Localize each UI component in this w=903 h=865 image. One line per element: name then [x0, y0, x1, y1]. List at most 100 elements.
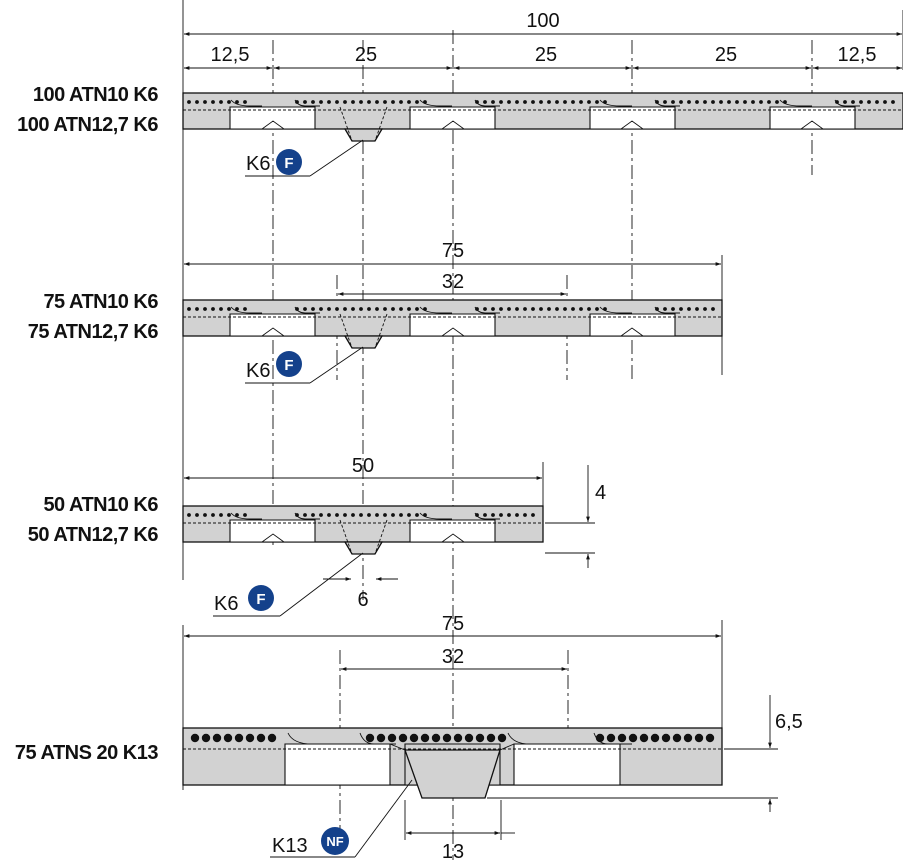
- cord-dot: [491, 307, 495, 311]
- belt-75s-inner-width: 32: [442, 646, 464, 668]
- cord-dot: [515, 513, 519, 517]
- belt-75-profile-label: K6: [246, 360, 270, 382]
- cord-dot: [442, 733, 452, 743]
- cord-dot: [571, 307, 575, 311]
- cord-dot: [359, 307, 363, 311]
- cord-dot: [579, 307, 583, 311]
- cord-dot: [359, 100, 363, 104]
- cord-dot: [497, 733, 507, 743]
- cord-dot: [705, 733, 715, 743]
- cord-dot: [507, 307, 511, 311]
- cord-dot: [343, 307, 347, 311]
- belt-50-k6-profile: [343, 541, 384, 555]
- cord-dot: [235, 307, 239, 311]
- cord-dot: [859, 100, 863, 104]
- cord-dot: [587, 307, 591, 311]
- cord-dot: [383, 100, 387, 104]
- cord-dot: [595, 307, 599, 311]
- cord-dot: [311, 307, 315, 311]
- cord-dot: [203, 307, 207, 311]
- cord-dot: [383, 307, 387, 311]
- cord-dot: [351, 513, 355, 517]
- cord-dot: [187, 307, 191, 311]
- cord-dot: [617, 733, 627, 743]
- belt-75s-k13-profile: [404, 749, 501, 799]
- cord-dot: [399, 513, 403, 517]
- cord-dot: [555, 307, 559, 311]
- belt-75-label-2: 75 ATN12,7 K6: [28, 321, 159, 343]
- cord-dot: [867, 100, 871, 104]
- cord-dot: [515, 100, 519, 104]
- cord-dot: [679, 307, 683, 311]
- belt-75-k6-profile: [343, 335, 384, 349]
- cord-dot: [483, 513, 487, 517]
- belt-100-seg-5: 12,5: [838, 44, 877, 66]
- cord-dot: [195, 100, 199, 104]
- cord-dot: [303, 513, 307, 517]
- belt-75s-cords: [190, 733, 715, 743]
- cord-dot: [387, 733, 397, 743]
- belt-50-total-width: 50: [352, 455, 374, 477]
- cord-dot: [335, 513, 339, 517]
- belt-100-label-2: 100 ATN12,7 K6: [17, 114, 158, 136]
- cord-dot: [423, 513, 427, 517]
- cord-dot: [407, 307, 411, 311]
- cord-dot: [367, 307, 371, 311]
- cord-dot: [398, 733, 408, 743]
- cord-dot: [555, 100, 559, 104]
- cord-dot: [523, 513, 527, 517]
- belt-75s-nf-badge: [321, 827, 349, 855]
- cord-dot: [319, 307, 323, 311]
- belt-100-seg-2: 25: [355, 44, 377, 66]
- cord-dot: [351, 307, 355, 311]
- cord-dot: [475, 307, 479, 311]
- cord-dot: [579, 100, 583, 104]
- cord-dot: [650, 733, 660, 743]
- cord-dot: [539, 100, 543, 104]
- cord-dot: [547, 307, 551, 311]
- belt-75-total-width: 75: [442, 240, 464, 262]
- cord-dot: [343, 513, 347, 517]
- cord-dot: [775, 100, 779, 104]
- cord-dot: [243, 100, 247, 104]
- cord-dot: [335, 307, 339, 311]
- cord-dot: [303, 100, 307, 104]
- cord-dot: [223, 733, 233, 743]
- belt-75-cords: [187, 307, 715, 311]
- cord-dot: [295, 513, 299, 517]
- cord-dot: [483, 100, 487, 104]
- cord-dot: [367, 100, 371, 104]
- cord-dot: [365, 733, 375, 743]
- cord-dot: [203, 513, 207, 517]
- cord-dot: [563, 100, 567, 104]
- cord-dot: [256, 733, 266, 743]
- cord-dot: [235, 100, 239, 104]
- cord-dot: [671, 307, 675, 311]
- cord-dot: [327, 513, 331, 517]
- belt-100-seg-4: 25: [715, 44, 737, 66]
- cord-dot: [399, 100, 403, 104]
- cord-dot: [606, 733, 616, 743]
- cord-dot: [483, 307, 487, 311]
- cord-dot: [683, 733, 693, 743]
- cord-dot: [523, 100, 527, 104]
- cord-dot: [376, 733, 386, 743]
- cord-dot: [891, 100, 895, 104]
- belt-100-seg-1: 12,5: [211, 44, 250, 66]
- cord-dot: [311, 100, 315, 104]
- cord-dot: [399, 307, 403, 311]
- cord-dot: [719, 100, 723, 104]
- cord-dot: [407, 100, 411, 104]
- belt-50-cords: [187, 513, 535, 517]
- belt-75-f-badge: [276, 351, 302, 377]
- cord-dot: [243, 513, 247, 517]
- cord-dot: [531, 513, 535, 517]
- cord-dot: [499, 513, 503, 517]
- cord-dot: [391, 100, 395, 104]
- cord-dot: [311, 513, 315, 517]
- cord-dot: [234, 733, 244, 743]
- cord-dot: [694, 733, 704, 743]
- cord-dot: [219, 513, 223, 517]
- cord-dot: [603, 100, 607, 104]
